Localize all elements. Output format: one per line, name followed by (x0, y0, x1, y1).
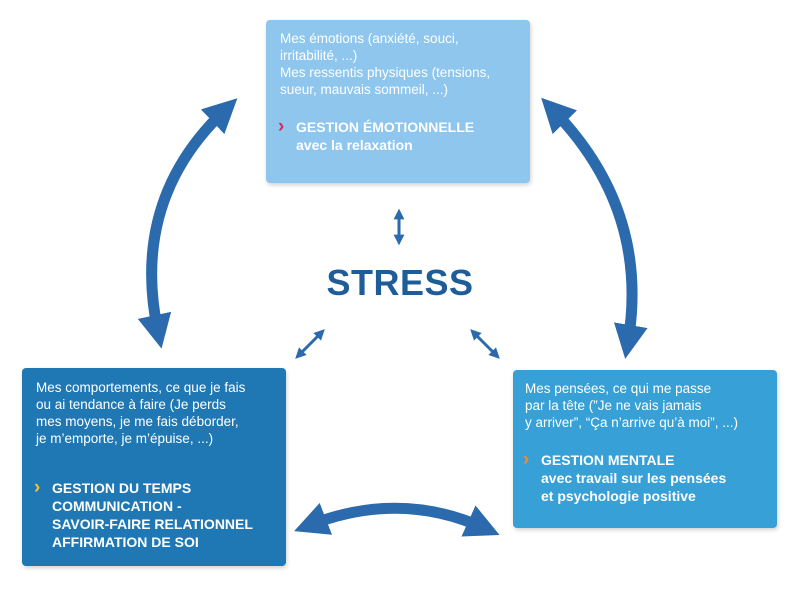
desc-line: Mes ressentis physiques (tensions, (280, 65, 491, 80)
box-emotions-description: Mes émotions (anxiété, souci, irritabili… (280, 30, 518, 98)
box-pensees: Mes pensées, ce qui me passe par la tête… (513, 370, 777, 528)
box-emotions: Mes émotions (anxiété, souci, irritabili… (266, 20, 530, 183)
chevron-right-icon: › (278, 116, 285, 137)
gestion-line: et psychologie positive (541, 488, 696, 504)
desc-line: sueur, mauvais sommeil, ...) (280, 82, 449, 97)
desc-line: Mes pensées, ce qui me passe (525, 381, 712, 396)
box-comportements: Mes comportements, ce que je fais ou ai … (22, 368, 286, 566)
stress-arrow-left (295, 329, 325, 359)
stress-title: STRESS (326, 262, 474, 303)
gestion-line: COMMUNICATION - (52, 498, 182, 514)
desc-line: je m’emporte, je m’épuise, ...) (36, 431, 214, 446)
desc-line: Mes comportements, ce que je fais (36, 380, 246, 395)
gestion-temps-communication: › GESTION DU TEMPS COMMUNICATION - SAVOI… (34, 477, 274, 551)
desc-line: Mes émotions (anxiété, souci, (280, 31, 459, 46)
cycle-arrow-top-left (137, 98, 238, 349)
gestion-line: avec travail sur les pensées (541, 470, 727, 486)
gestion-line: GESTION DU TEMPS (52, 480, 192, 496)
desc-line: ou ai tendance à faire (Je perds (36, 397, 226, 412)
cycle-arrow-top-right (541, 97, 648, 359)
gestion-mentale: › GESTION MENTALE avec travail sur les p… (523, 449, 767, 505)
gestion-line: SAVOIR-FAIRE RELATIONNEL (52, 516, 253, 532)
cycle-arrow-bottom (294, 502, 500, 537)
gestion-line: AFFIRMATION DE SOI (52, 534, 199, 550)
gestion-emotionnelle: › GESTION ÉMOTIONNELLE avec la relaxatio… (278, 116, 518, 154)
gestion-line: GESTION ÉMOTIONNELLE (296, 119, 475, 135)
desc-line: mes moyens, je me fais déborder, (36, 414, 239, 429)
chevron-right-icon: › (34, 477, 41, 498)
stress-arrow-right (470, 329, 500, 359)
desc-line: y arriver”, “Ça n’arrive qu’à moi”, ...) (525, 415, 739, 430)
desc-line: irritabilité, ...) (280, 48, 358, 63)
gestion-line: avec la relaxation (296, 137, 413, 153)
box-comportements-description: Mes comportements, ce que je fais ou ai … (36, 379, 274, 447)
gestion-line: GESTION MENTALE (541, 452, 675, 468)
chevron-right-icon: › (523, 449, 530, 470)
box-pensees-description: Mes pensées, ce qui me passe par la tête… (525, 380, 767, 431)
desc-line: par la tête (”Je ne vais jamais (525, 398, 702, 413)
